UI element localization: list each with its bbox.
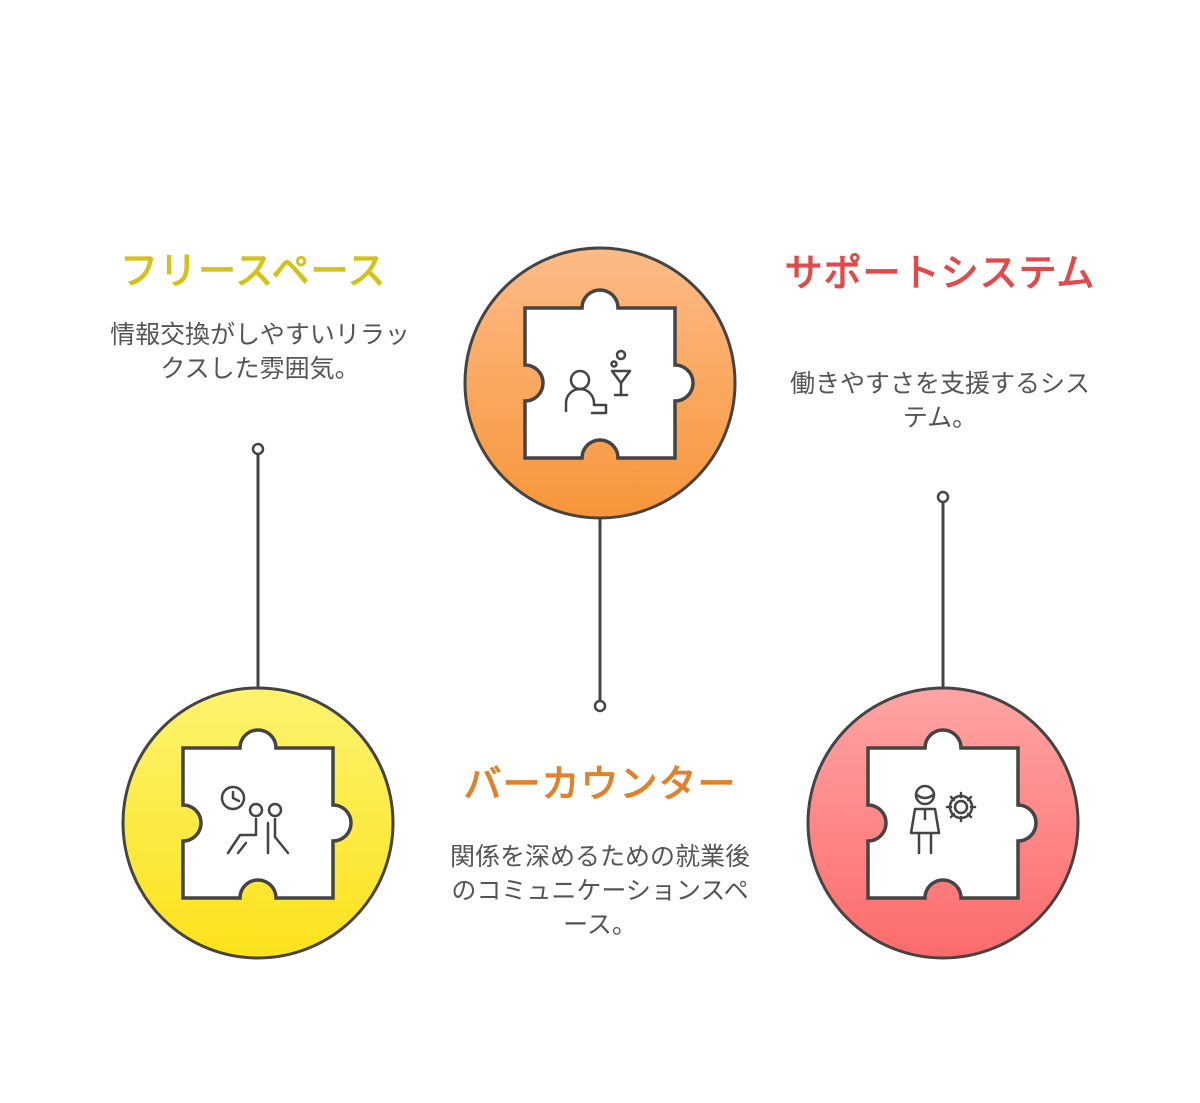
connector-free xyxy=(251,442,265,688)
description-free-space: 情報交換がしやすいリラックスした雰囲気。 xyxy=(110,320,410,383)
node-free-space xyxy=(121,686,395,960)
person-gear-icon xyxy=(909,784,977,855)
title-support-system: サポートシステム xyxy=(784,251,1096,295)
description-support-system: 働きやすさを支援するシステム。 xyxy=(789,369,1090,432)
title-bar-counter: バーカウンター xyxy=(463,762,737,806)
connector-support xyxy=(936,490,950,688)
clock-people-icon xyxy=(220,785,290,855)
node-bar-counter xyxy=(463,246,737,520)
node-support-system xyxy=(806,686,1080,960)
description-bar-counter: 関係を深めるための就業後のコミュニケーションスペース。 xyxy=(449,842,750,939)
title-free-space: フリースペース xyxy=(120,249,387,293)
connector-bar xyxy=(593,518,607,713)
person-cocktail-icon xyxy=(564,349,632,415)
